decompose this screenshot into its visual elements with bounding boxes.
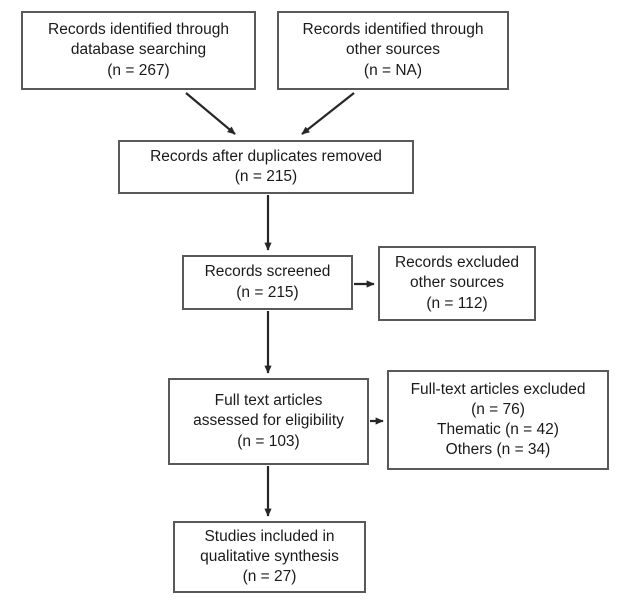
node-line: Records screened [204, 263, 331, 281]
node-count: (n = 27) [242, 568, 297, 586]
node-count: (n = 76) [471, 400, 525, 418]
node-count: (n = 267) [107, 61, 170, 79]
node-line: database searching [70, 41, 207, 59]
node-full-text-articles-assessed: Full text articles assessed for eligibil… [168, 378, 369, 465]
node-line: Full text articles [214, 392, 323, 410]
node-records-screened: Records screened (n = 215) [182, 255, 353, 310]
node-line: Records after duplicates removed [150, 147, 382, 165]
node-records-excluded: Records excluded other sources (n = 112) [378, 246, 536, 321]
node-line: Records excluded [394, 254, 520, 272]
node-count: (n = 103) [237, 432, 300, 450]
node-line: Studies included in [204, 527, 335, 545]
node-breakdown-thematic: Thematic (n = 42) [437, 421, 559, 438]
node-breakdown-others: Others (n = 34) [445, 441, 551, 459]
node-full-text-articles-excluded: Full-text articles excluded (n = 76) The… [387, 370, 609, 470]
node-count: (n = 215) [234, 168, 298, 185]
node-count: (n = 215) [236, 283, 299, 301]
node-records-after-duplicates-removed: Records after duplicates removed (n = 21… [118, 140, 414, 194]
node-line: other sources [346, 41, 440, 59]
node-line: other sources [410, 274, 504, 292]
node-count: (n = NA) [363, 61, 423, 79]
node-line: Records identified through [302, 21, 484, 39]
node-studies-included: Studies included in qualitative synthesi… [173, 521, 366, 593]
node-line: qualitative synthesis [200, 547, 339, 565]
node-records-identified-other-sources: Records identified through other sources… [277, 11, 509, 90]
node-line: Full-text articles excluded [410, 380, 586, 398]
node-records-identified-database: Records identified through database sear… [21, 11, 256, 90]
node-line: assessed for eligibility [193, 412, 344, 430]
node-count: (n = 112) [426, 294, 488, 312]
edge-db-search-to-duplicates [185, 92, 236, 135]
edge-other-sources-to-duplicates [301, 92, 355, 135]
node-line: Records identified through [48, 21, 229, 39]
